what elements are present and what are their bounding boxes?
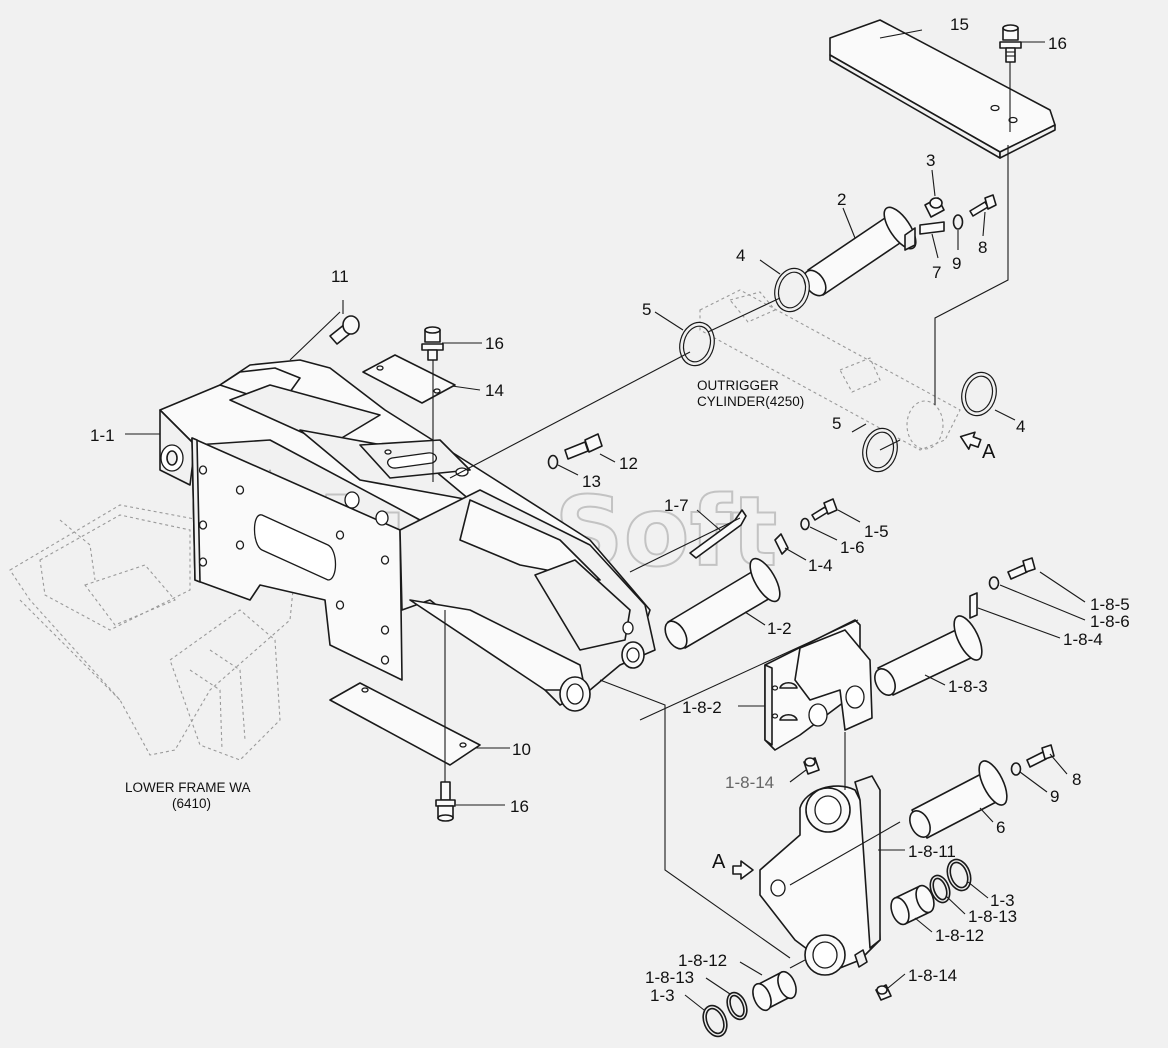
- callout-1-8-5: 1-8-5: [1090, 595, 1130, 614]
- part-1-8-14-nipple-top: [803, 757, 820, 775]
- callout-8-top: 8: [978, 238, 987, 257]
- callout-11: 11: [331, 267, 349, 286]
- callout-1-1: 1-1: [90, 426, 115, 445]
- part-1-8-3-pin: [874, 615, 983, 696]
- part-7-stopper: [919, 221, 945, 235]
- callout-15: 15: [950, 15, 969, 34]
- part-1-8-12-bushing-right: [890, 884, 935, 926]
- callout-1-8-4: 1-8-4: [1063, 630, 1103, 649]
- view-a-arrow-upper: [959, 431, 982, 450]
- part-10-plate: [329, 682, 481, 766]
- leader-lines: [125, 29, 1086, 1011]
- outrigger-cylinder-ghost: [699, 289, 961, 451]
- callout-16-top: 16: [1048, 34, 1067, 53]
- callout-14: 14: [485, 381, 504, 400]
- callout-12: 12: [619, 454, 638, 473]
- callout-8-bottom: 8: [1072, 770, 1081, 789]
- callout-5-top: 5: [642, 300, 651, 319]
- callout-1-6: 1-6: [840, 538, 865, 557]
- callout-4-top: 4: [736, 246, 745, 265]
- part-1-8-14-nipple-bottom: [875, 984, 892, 1001]
- callout-6: 6: [996, 818, 1005, 837]
- part-1-2-pin: [664, 557, 781, 650]
- callout-1-4: 1-4: [808, 556, 833, 575]
- callout-1-3-right: 1-3: [990, 891, 1015, 910]
- lower-frame-note-line1: LOWER FRAME WA: [125, 780, 251, 795]
- part-1-8-13-ring-left: [726, 991, 748, 1021]
- callout-1-8-13-left: 1-8-13: [645, 968, 694, 987]
- callout-9-top: 9: [952, 254, 961, 273]
- part-11-nipple: [329, 315, 360, 345]
- part-12-bolt: [564, 433, 603, 460]
- part-1-3-ring-right: [946, 858, 972, 892]
- callout-1-8-6: 1-8-6: [1090, 612, 1130, 631]
- callout-10: 10: [512, 740, 531, 759]
- part-1-8-13-ring-right: [929, 874, 951, 904]
- part-9-washer-bottom: [1010, 762, 1022, 776]
- part-1-5-bolt: [811, 498, 838, 521]
- part-1-8-4-stopper: [969, 592, 978, 619]
- part-16-bolt-mid: [421, 326, 444, 361]
- callout-16-mid: 16: [485, 334, 504, 353]
- part-6-pin: [909, 760, 1008, 839]
- part-1-4-stopper: [774, 533, 789, 555]
- outrigger-note-line1: OUTRIGGER: [697, 378, 779, 393]
- callout-1-2: 1-2: [767, 619, 792, 638]
- part-1-3-ring-left: [702, 1004, 728, 1038]
- part-16-bolt-bottom: [435, 781, 456, 822]
- view-a-label-lower: A: [712, 851, 726, 873]
- part-1-8-5-bolt: [1007, 557, 1036, 580]
- callout-4-right: 4: [1016, 417, 1025, 436]
- part-4-seal-top: [774, 267, 810, 313]
- part-1-8-12-bushing-left: [752, 970, 797, 1012]
- part-1-1-outrigger-frame: [159, 359, 656, 712]
- callout-1-8-11: 1-8-11: [908, 842, 956, 861]
- callout-1-3-left: 1-3: [650, 986, 675, 1005]
- view-a-label-upper: A: [982, 441, 996, 463]
- part-1-6-washer: [800, 517, 810, 531]
- callout-1-7: 1-7: [664, 496, 689, 515]
- callout-16-bottom: 16: [510, 797, 529, 816]
- part-8-bolt-bottom: [1026, 744, 1055, 768]
- part-1-8-11-link: [759, 775, 881, 976]
- callout-7: 7: [932, 263, 941, 282]
- part-2-pin: [803, 206, 917, 297]
- part-1-8-2-bracket: [764, 619, 873, 751]
- callout-5-right: 5: [832, 414, 841, 433]
- part-14-plate: [362, 354, 456, 404]
- callout-1-8-2: 1-8-2: [682, 698, 722, 717]
- part-4-seal-right: [961, 371, 997, 417]
- outrigger-note-line2: CYLINDER(4250): [697, 394, 804, 409]
- callout-2: 2: [837, 190, 846, 209]
- part-15-cover-plate: [829, 19, 1056, 159]
- lower-frame-ghost: [9, 469, 301, 761]
- callout-1-8-3: 1-8-3: [948, 677, 988, 696]
- lower-frame-note-line2: (6410): [172, 796, 211, 811]
- part-16-bolt-top: [999, 24, 1022, 63]
- part-5-seal-top: [679, 321, 715, 367]
- callout-1-8-14-top: 1-8-14: [725, 773, 774, 792]
- part-5-seal-right: [862, 427, 898, 473]
- part-9-washer-top: [952, 214, 964, 230]
- callout-1-8-14-bottom: 1-8-14: [908, 966, 957, 985]
- part-1-8-6-washer: [988, 576, 1000, 590]
- callout-9-bottom: 9: [1050, 787, 1059, 806]
- view-a-arrow-lower: [732, 860, 754, 880]
- callout-1-8-12-right: 1-8-12: [935, 926, 984, 945]
- callout-13: 13: [582, 472, 601, 491]
- callout-3-top: 3: [926, 151, 935, 170]
- callout-1-8-12-left: 1-8-12: [678, 951, 727, 970]
- callout-1-5: 1-5: [864, 522, 889, 541]
- part-13-washer: [547, 454, 559, 470]
- callout-1-8-13-right: 1-8-13: [968, 907, 1017, 926]
- part-3-grease-nipple: [924, 197, 945, 218]
- part-8-bolt-top: [969, 194, 997, 217]
